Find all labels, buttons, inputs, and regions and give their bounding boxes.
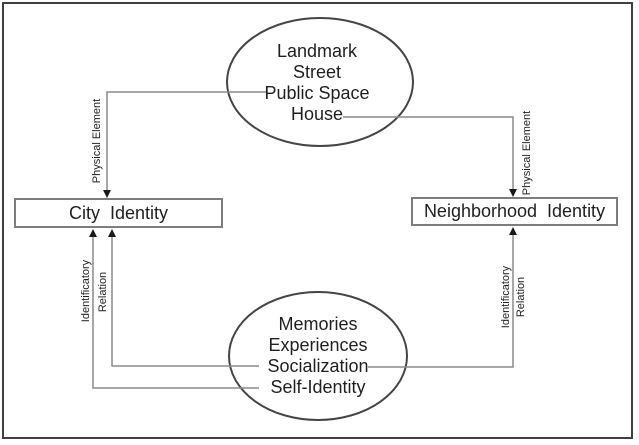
- relation-label-right: Relation: [515, 276, 527, 318]
- top-ellipse-label-street: Street: [292, 62, 342, 82]
- edge-publicspace-to-city: [106, 91, 267, 191]
- arrowhead-down-neighborhood: [509, 189, 517, 197]
- top-ellipse-label-public-space: Public Space: [264, 83, 370, 103]
- physical-element-label-right: Physical Element: [521, 110, 533, 196]
- top-ellipse: [226, 17, 414, 147]
- bottom-ellipse-label-socialization: Socialization: [267, 356, 369, 376]
- relation-label-left: Relation: [97, 271, 109, 313]
- arrowhead-up-city-inner: [108, 229, 116, 237]
- physical-element-label-left: Physical Element: [91, 98, 103, 184]
- arrowhead-up-city-outer: [89, 229, 97, 237]
- neighborhood-identity-label: Neighborhood Identity: [423, 201, 606, 221]
- bottom-ellipse-label-self-identity: Self-Identity: [270, 377, 366, 397]
- edge-socialization-to-neighborhood: [368, 234, 514, 368]
- identificatory-label-right: Identificatory: [500, 265, 512, 329]
- bottom-ellipse: [228, 291, 408, 421]
- top-ellipse-label-landmark: Landmark: [276, 41, 358, 61]
- edge-house-to-neighborhood: [343, 116, 514, 190]
- city-identity-label: City Identity: [68, 202, 169, 223]
- edge-socialization-to-city: [111, 237, 259, 367]
- city-identity-box: City Identity: [14, 198, 223, 228]
- edge-selfidentity-to-city: [92, 237, 259, 389]
- bottom-ellipse-label-experiences: Experiences: [268, 335, 368, 355]
- neighborhood-identity-box: Neighborhood Identity: [411, 197, 618, 226]
- identificatory-label-left: Identificatory: [80, 259, 92, 323]
- arrowhead-down-city: [103, 190, 111, 198]
- bottom-ellipse-labels: Memories Experiences Socialization Self-…: [228, 314, 408, 398]
- arrowhead-up-neighborhood: [509, 227, 517, 235]
- top-ellipse-label-house: House: [290, 104, 344, 124]
- bottom-ellipse-label-memories: Memories: [278, 314, 358, 334]
- top-ellipse-labels: Landmark Street Public Space House: [227, 41, 407, 125]
